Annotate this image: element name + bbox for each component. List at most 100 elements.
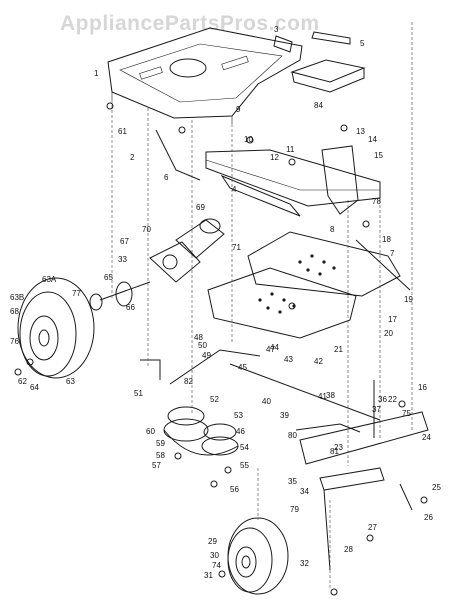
callout: 63B (10, 293, 24, 302)
callout: 2 (130, 153, 135, 162)
footrest-deck (207, 231, 411, 339)
callout: 37 (372, 405, 381, 414)
callout: 80 (288, 431, 297, 440)
callout: 48 (194, 333, 203, 342)
bracket-5 (311, 31, 351, 45)
callout: 40 (262, 397, 271, 406)
frame-rail (205, 149, 381, 217)
callout: 23 (334, 443, 343, 452)
belt-pulleys (163, 406, 239, 456)
callout: 12 (270, 153, 279, 162)
callout: 45 (238, 363, 247, 372)
callout: 51 (134, 389, 143, 398)
callout: 31 (204, 571, 213, 580)
callout: 76 (10, 337, 19, 346)
front-axle (299, 411, 429, 571)
callout: 65 (104, 273, 113, 282)
callout: 13 (356, 127, 365, 136)
callout: 3 (274, 25, 279, 34)
callout: 8 (330, 225, 335, 234)
callout: 24 (422, 433, 431, 442)
callout: 20 (384, 329, 393, 338)
callout: 71 (232, 243, 241, 252)
callout: 32 (300, 559, 309, 568)
callout: 36 (378, 395, 387, 404)
callout: 15 (374, 151, 383, 160)
axle-pulley (89, 281, 151, 311)
callout: 56 (230, 485, 239, 494)
callout: 27 (368, 523, 377, 532)
callout: 43 (284, 355, 293, 364)
assembly-guide-lines (111, 22, 413, 590)
callout: 79 (290, 505, 299, 514)
callout: 28 (344, 545, 353, 554)
callout: 55 (240, 461, 249, 470)
callout: 17 (388, 315, 397, 324)
callout: 44 (270, 343, 279, 352)
callout: 53 (234, 411, 243, 420)
callout: 81 (330, 447, 339, 456)
steering-bracket (321, 145, 359, 215)
callout: 4 (232, 185, 237, 194)
callout: 58 (156, 451, 165, 460)
callout: 14 (368, 135, 377, 144)
callout: 60 (146, 427, 155, 436)
callout: 21 (334, 345, 343, 354)
callout: 35 (288, 477, 297, 486)
callout-labels: 1 2 3 4 5 6 7 8 9 10 11 12 13 14 15 16 1… (10, 25, 441, 580)
callout: 5 (360, 39, 365, 48)
callout: 63 (66, 377, 75, 386)
callout: 84 (314, 101, 323, 110)
callout: 68 (10, 307, 19, 316)
callout: 41 (318, 392, 327, 401)
bracket-3 (273, 35, 293, 53)
callout: 50 (198, 341, 207, 350)
callout: 63A (42, 275, 57, 284)
callout: 78 (372, 197, 381, 206)
callout: 82 (184, 377, 193, 386)
callout: 59 (156, 439, 165, 448)
callout: 16 (418, 383, 427, 392)
callout: 18 (382, 235, 391, 244)
watermark: AppliancePartsPros.com (60, 12, 320, 35)
callout: 64 (30, 383, 39, 392)
callout: 7 (390, 249, 395, 258)
callout: 75 (402, 409, 411, 418)
callout: 29 (208, 537, 217, 546)
callout: 39 (280, 411, 289, 420)
callout: 69 (196, 203, 205, 212)
callout: 67 (120, 237, 129, 246)
callout: 66 (126, 303, 135, 312)
callout: 19 (404, 295, 413, 304)
callout: 57 (152, 461, 161, 470)
callout: 25 (432, 483, 441, 492)
rear-wheel (17, 277, 95, 379)
battery-tray (290, 59, 366, 93)
hardware-bits (14, 102, 428, 596)
callout: 1 (94, 69, 99, 78)
callout: 54 (240, 443, 249, 452)
callout: 33 (118, 255, 127, 264)
callout: 62 (18, 377, 27, 386)
callout: 77 (72, 289, 81, 298)
callout: 30 (210, 551, 219, 560)
callout: 6 (164, 173, 169, 182)
callout: 26 (424, 513, 433, 522)
callout: 47 (266, 345, 275, 354)
callout: 46 (236, 427, 245, 436)
callout: 9 (236, 105, 241, 114)
callout: 61 (118, 127, 127, 136)
callout: 42 (314, 357, 323, 366)
callout: 70 (142, 225, 151, 234)
callout: 10 (244, 135, 253, 144)
callout: 11 (286, 145, 295, 154)
motor-assembly (149, 218, 225, 283)
callout: 38 (326, 391, 335, 400)
callout: 49 (202, 351, 211, 360)
chassis-plate (107, 27, 303, 124)
callout: 52 (210, 395, 219, 404)
callout: 22 (388, 395, 397, 404)
callout: 74 (212, 561, 221, 570)
callout: 34 (300, 487, 309, 496)
